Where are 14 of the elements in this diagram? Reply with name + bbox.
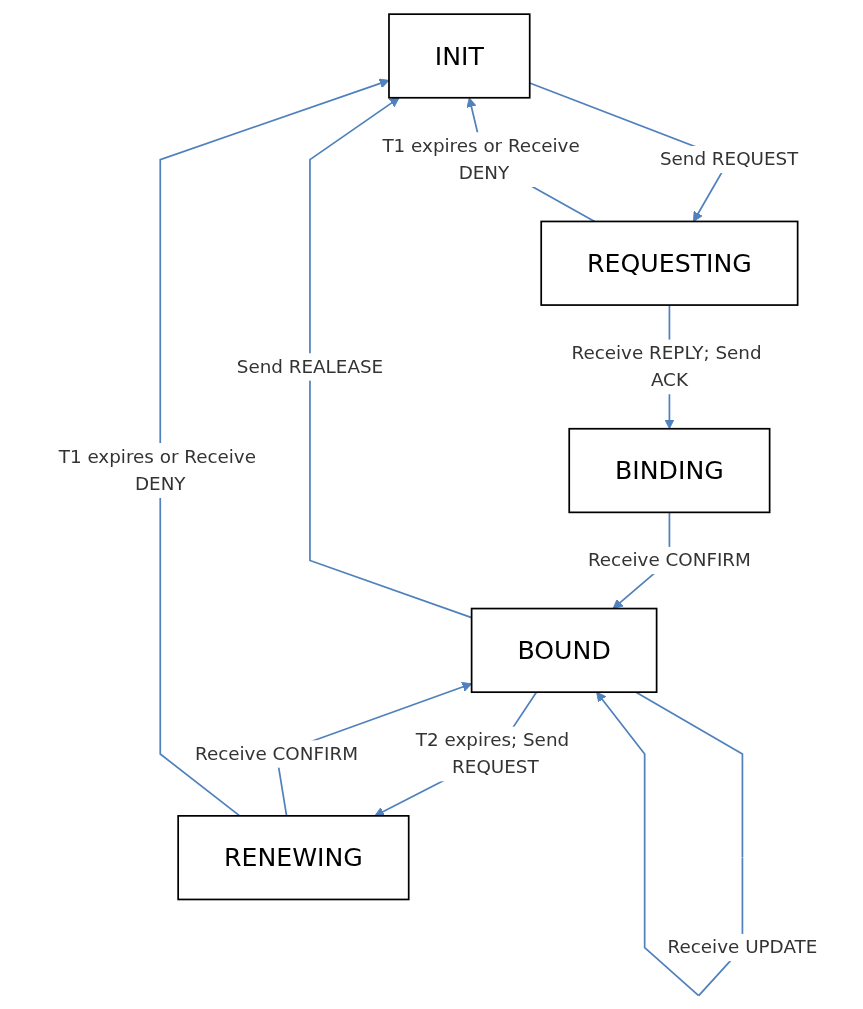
- edge-label: T1 expires or Receive DENY: [382, 133, 580, 184]
- edge-label: Send REQUEST: [659, 147, 799, 170]
- node-box: BINDING: [568, 427, 771, 513]
- edge-label: Send REALEASE: [236, 354, 384, 377]
- edge-label: T2 expires; Send REQUEST: [415, 728, 570, 778]
- edge-label: Receive CONFIRM: [194, 742, 358, 764]
- edge-label: Receive REPLY; Send ACK: [571, 341, 762, 391]
- edge-label: T1 expires or Receive DENY: [58, 444, 256, 495]
- node-box: REQUESTING: [540, 220, 799, 306]
- node-box: RENEWING: [177, 814, 410, 900]
- node-box: BOUND: [470, 607, 658, 693]
- node-box: INIT: [388, 12, 531, 99]
- edge-label: Receive CONFIRM: [587, 548, 751, 571]
- edge-label: Receive UPDATE: [667, 935, 818, 958]
